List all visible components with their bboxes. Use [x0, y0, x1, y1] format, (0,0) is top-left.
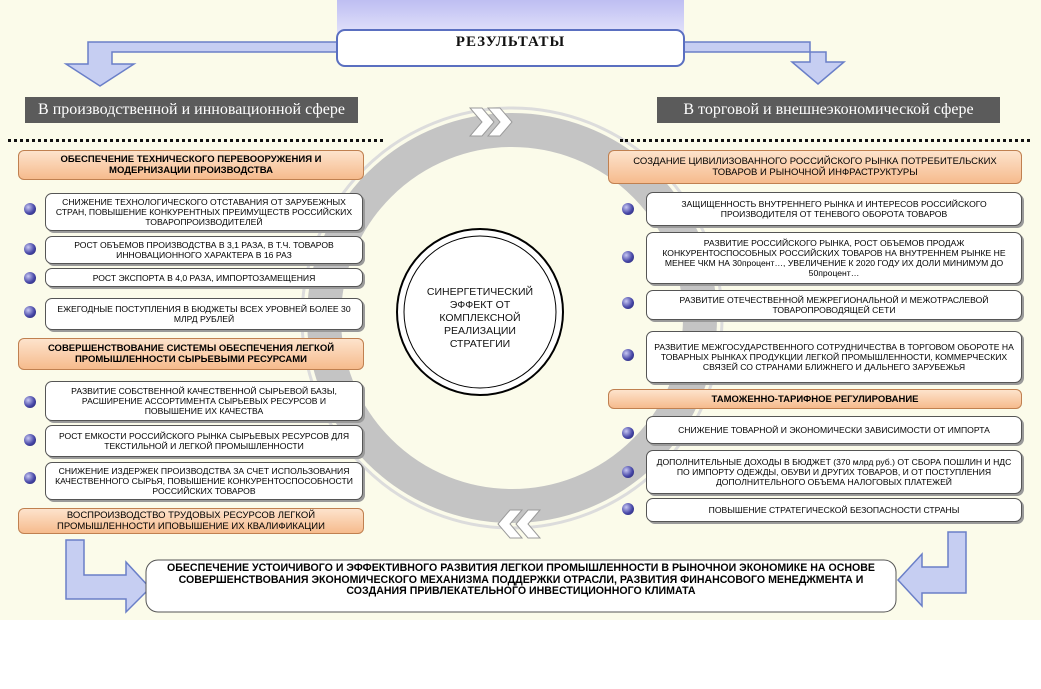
- left-item-7: СНИЖЕНИЕ ИЗДЕРЖЕК ПРОИЗВОДСТВА ЗА СЧЕТ И…: [45, 462, 363, 500]
- inner-circle: [396, 228, 564, 396]
- bullet-icon: [24, 396, 36, 408]
- left-section-1: ОБЕСПЕЧЕНИЕ ТЕХНИЧЕСКОГО ПЕРЕВООРУЖЕНИЯ …: [18, 150, 364, 180]
- left-item-3: РОСТ ЭКСПОРТА В 4,0 РАЗА, ИМПОРТОЗАМЕЩЕН…: [45, 268, 363, 287]
- left-header: В производственной и инновационной сфере: [25, 97, 358, 123]
- bullet-icon: [622, 203, 634, 215]
- bullet-icon: [24, 434, 36, 446]
- right-item-3: РАЗВИТИЕ ОТЕЧЕСТВЕННОЙ МЕЖРЕГИОНАЛЬНОЙ И…: [646, 290, 1022, 320]
- left-item-1: СНИЖЕНИЕ ТЕХНОЛОГИЧЕСКОГО ОТСТАВАНИЯ ОТ …: [45, 193, 363, 231]
- bullet-icon: [24, 243, 36, 255]
- right-item-2: РАЗВИТИЕ РОССИЙСКОГО РЫНКА, РОСТ ОБЪЕМОВ…: [646, 232, 1022, 284]
- left-section-2: СОВЕРШЕНСТВОВАНИЕ СИСТЕМЫ ОБЕСПЕЧЕНИЯ ЛЕ…: [18, 338, 364, 370]
- page-title: РЕЗУЛЬТАТЫ: [455, 34, 566, 50]
- bullet-icon: [622, 251, 634, 263]
- bottom-goal-text: ОБЕСПЕЧЕНИЕ УСТОЙЧИВОГО И ЭФФЕКТИВНОГО Р…: [167, 563, 875, 598]
- top-chevrons-icon: [468, 107, 513, 137]
- arrow-bottom-left-icon: [65, 539, 152, 614]
- bullet-icon: [622, 297, 634, 309]
- right-item-7: ПОВЫШЕНИЕ СТРАТЕГИЧЕСКОЙ БЕЗОПАСНОСТИ СТ…: [646, 498, 1022, 522]
- synergy-text: СИНЕРГЕТИЧЕСКИЙ ЭФФЕКТ ОТ КОМПЛЕКСНОЙ РЕ…: [426, 286, 534, 350]
- bullet-icon: [24, 472, 36, 484]
- arrow-right-down-icon: [683, 41, 847, 85]
- bullet-icon: [24, 272, 36, 284]
- right-section-2: ТАМОЖЕННО-ТАРИФНОЕ РЕГУЛИРОВАНИЕ: [608, 389, 1022, 409]
- left-section-3: ВОСПРОИЗВОДСТВО ТРУДОВЫХ РЕСУРСОВ ЛЕГКОЙ…: [18, 508, 364, 534]
- right-item-4: РАЗВИТИЕ МЕЖГОСУДАРСТВЕННОГО СОТРУДНИЧЕС…: [646, 331, 1022, 383]
- right-header: В торговой и внешнеэкономической сфере: [657, 97, 1000, 123]
- bullet-icon: [622, 503, 634, 515]
- bullet-icon: [622, 427, 634, 439]
- bullet-icon: [622, 466, 634, 478]
- arrow-bottom-right-icon: [896, 531, 967, 608]
- right-section-1: СОЗДАНИЕ ЦИВИЛИЗОВАННОГО РОССИЙСКОГО РЫН…: [608, 150, 1022, 184]
- left-item-6: РОСТ ЕМКОСТИ РОССИЙСКОГО РЫНКА СЫРЬЕВЫХ …: [45, 425, 363, 457]
- bottom-box: [145, 559, 897, 613]
- left-item-2: РОСТ ОБЪЕМОВ ПРОИЗВОДСТВА В 3,1 РАЗА, В …: [45, 236, 363, 264]
- bullet-icon: [24, 203, 36, 215]
- arrow-left-down-icon: [63, 41, 338, 87]
- right-item-5: СНИЖЕНИЕ ТОВАРНОЙ И ЭКОНОМИЧЕСКИ ЗАВИСИМ…: [646, 416, 1022, 444]
- title-box: [336, 29, 685, 67]
- bullet-icon: [622, 349, 634, 361]
- bottom-chevrons-icon: [497, 509, 542, 539]
- bullet-icon: [24, 306, 36, 318]
- left-item-5: РАЗВИТИЕ СОБСТВЕННОЙ КАЧЕСТВЕННОЙ СЫРЬЕВ…: [45, 381, 363, 421]
- left-item-4: ЕЖЕГОДНЫЕ ПОСТУПЛЕНИЯ В БЮДЖЕТЫ ВСЕХ УРО…: [45, 298, 363, 330]
- left-dotted-divider: [8, 139, 383, 142]
- right-item-1: ЗАЩИЩЕННОСТЬ ВНУТРЕННЕГО РЫНКА И ИНТЕРЕС…: [646, 192, 1022, 226]
- right-item-6: ДОПОЛНИТЕЛЬНЫЕ ДОХОДЫ В БЮДЖЕТ (370 млрд…: [646, 450, 1022, 494]
- right-dotted-divider: [620, 139, 1030, 142]
- inner-circle-line: [403, 235, 557, 389]
